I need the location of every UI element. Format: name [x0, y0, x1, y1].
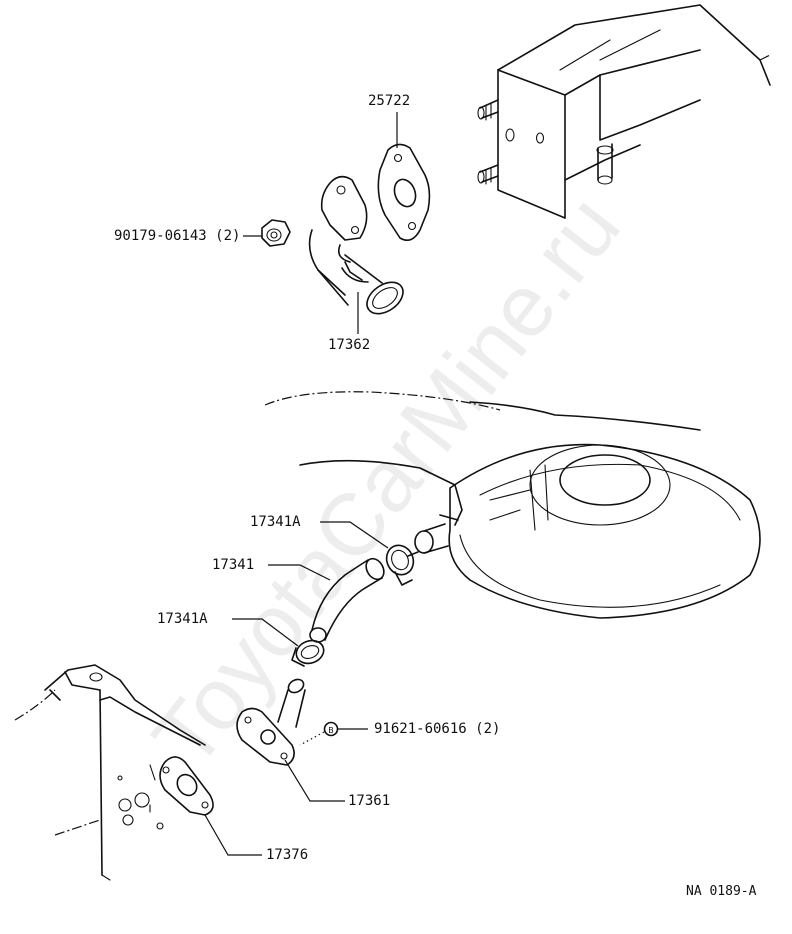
label-17341A-lower: 17341A: [157, 611, 208, 627]
clamp-lower-drawing: [291, 639, 325, 667]
gasket-17376-drawing: [159, 756, 214, 816]
air-cleaner-drawing: [264, 391, 761, 619]
label-17341: 17341: [212, 557, 255, 573]
pipe-17362-drawing: [308, 175, 404, 315]
pipe-17361-drawing: [236, 678, 306, 766]
nut-90179-drawing: [261, 219, 291, 247]
bolt-symbol-letter: B: [328, 726, 334, 735]
clamp-upper-drawing: [385, 544, 419, 586]
label-17361: 17361: [348, 793, 391, 809]
engine-block-drawing: [477, 4, 771, 219]
leader-lines: [204, 112, 398, 856]
label-17376: 17376: [266, 847, 309, 863]
label-90179-06143: 90179-06143 (2): [114, 228, 241, 244]
label-17362: 17362: [328, 337, 371, 353]
label-91621-60616: 91621-60616 (2): [374, 721, 501, 737]
hose-17341-drawing: [309, 557, 385, 643]
label-17341A-upper: 17341A: [250, 514, 301, 530]
cylinder-block-drawing: [14, 664, 206, 881]
gasket-25722-drawing: [377, 143, 431, 241]
bolt-symbol: B: [323, 721, 339, 737]
figure-code: NA 0189-A: [686, 884, 757, 899]
label-25722: 25722: [368, 93, 411, 109]
